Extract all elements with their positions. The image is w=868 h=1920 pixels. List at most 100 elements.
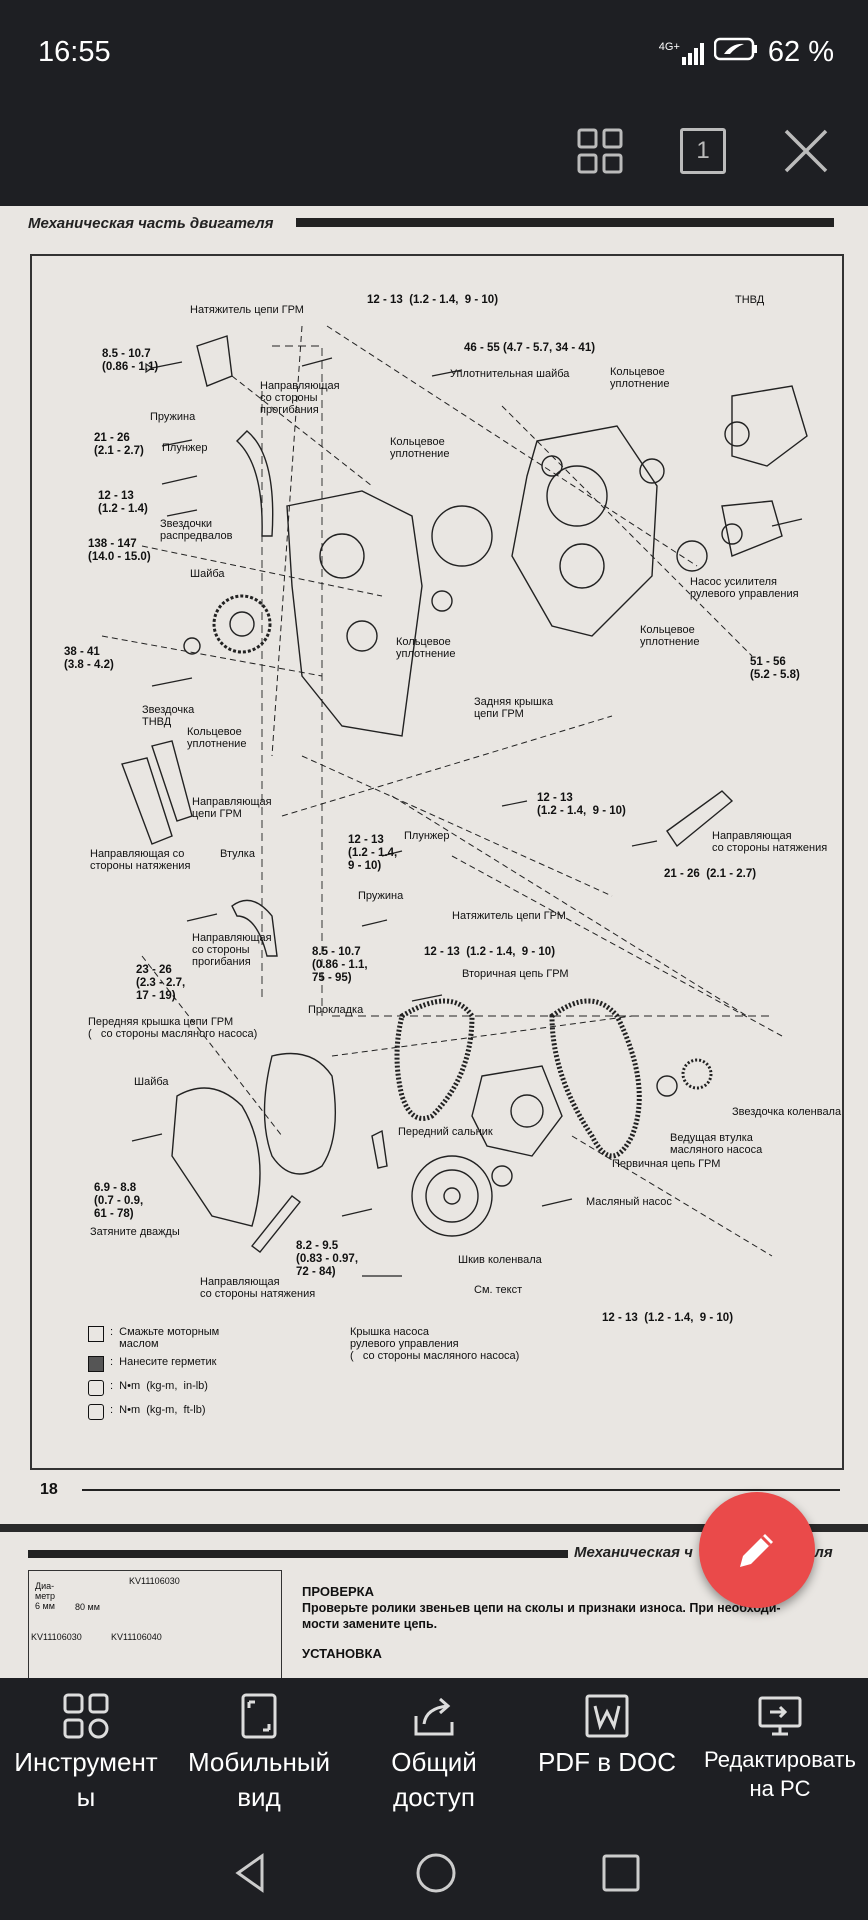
label-oil-pump-bushing: Ведущая втулка масляного насоса (670, 1132, 763, 1156)
torque-t14: 23 - 26 (2.3 - 2.7, 17 - 19) (136, 964, 186, 1002)
label-plunger-top: Плунжер (162, 442, 208, 454)
section-title-installation: УСТАНОВКА (302, 1646, 382, 1661)
status-bar: 16:55 4G+ 62 % (0, 0, 868, 96)
legend-item: : Смажьте моторным маслом (88, 1326, 288, 1350)
torque-t7: 51 - 56 (5.2 - 5.8) (750, 656, 800, 681)
edit-on-pc-label: Редактировать на PC (704, 1747, 856, 1801)
torque-t12: 8.5 - 10.7 (0.86 - 1.1, 75 - 95) (312, 946, 368, 984)
mobile-view-label: Мобильный вид (187, 1747, 331, 1812)
diagram-label: KV11106040 (111, 1632, 162, 1642)
torque-t3: 8.5 - 10.7 (0.86 - 1.1) (102, 348, 159, 373)
torque-t8: 38 - 41 (3.8 - 4.2) (64, 646, 114, 671)
tools-label: Инструмент ы (14, 1747, 158, 1812)
section-text-inspection: Проверьте ролики звеньев цепи на сколы и… (302, 1601, 781, 1631)
legend-item: : N•m (kg-m, in-lb) (88, 1380, 288, 1396)
page-number: 18 (40, 1481, 58, 1498)
engine-exploded-view (101, 325, 808, 1277)
battery-icon (713, 36, 758, 69)
label-guide-slack-top: Направляющая со стороны прогибания (260, 380, 340, 416)
label-plunger-mid: Плунжер (404, 830, 450, 842)
label-tensioner-mid: Натяжитель цепи ГРМ (452, 910, 566, 922)
torque-t11: 21 - 26 (2.1 - 2.7) (664, 868, 757, 880)
page-header: Механическая часть двигателя (28, 215, 274, 232)
home-icon[interactable] (413, 1850, 459, 1896)
section-title-inspection: ПРОВЕРКА (302, 1584, 375, 1599)
system-nav-bar (0, 1826, 868, 1920)
share-icon (414, 1697, 454, 1736)
label-guide-tension-left: Направляющая со стороны натяжения (90, 848, 191, 872)
battery-percent: 62 % (767, 36, 834, 68)
tool-diagram: Диа- метр 6 мм KV11106030 80 мм KV111060… (28, 1570, 282, 1678)
torque-t4: 21 - 26 (2.1 - 2.7) (94, 432, 144, 457)
viewer-toolbar: 1 (0, 96, 868, 206)
label-washer-left: Шайба (190, 568, 225, 580)
torque-t13: 12 - 13 (1.2 - 1.4, 9 - 10) (424, 946, 556, 958)
document-viewer[interactable]: Механическая часть двигателя (0, 206, 868, 1678)
desktop-edit-icon (758, 1696, 802, 1736)
label-spring-mid: Пружина (358, 890, 404, 902)
diagram-label: KV11106030 (31, 1632, 82, 1642)
label-primary-chain: Первичная цепь ГРМ (612, 1158, 721, 1170)
label-spring-top: Пружина (150, 411, 196, 423)
signal-icon: 4G+ (659, 41, 704, 65)
torque-t9: 12 - 13 (1.2 - 1.4, 9 - 10) (537, 792, 626, 817)
torque-t1: 12 - 13 (1.2 - 1.4, 9 - 10) (367, 294, 499, 306)
legend-item: : N•m (kg-m, ft-lb) (88, 1404, 288, 1420)
mobile-view-button[interactable]: Мобильный вид (175, 1692, 343, 1815)
torque-t6: 138 - 147 (14.0 - 15.0) (88, 538, 151, 563)
torque-t2: 46 - 55 (4.7 - 5.7, 34 - 41) (464, 342, 596, 354)
label-chain-guide: Направляющая цепи ГРМ (192, 796, 272, 820)
torque-t17: 12 - 13 (1.2 - 1.4, 9 - 10) (602, 1312, 734, 1324)
share-button[interactable]: Общий доступ (350, 1692, 518, 1815)
document-page-18: Механическая часть двигателя (0, 206, 868, 1524)
page-icon: 1 (680, 128, 726, 174)
torque-t5: 12 - 13 (1.2 - 1.4) (98, 490, 148, 515)
label-oring-left: Кольцевое уплотнение (187, 726, 247, 750)
legend-item: : Нанесите герметик (88, 1356, 288, 1372)
recents-icon[interactable] (598, 1850, 644, 1896)
header-rule (296, 218, 834, 227)
edit-on-pc-button[interactable]: Редактировать на PC (696, 1692, 864, 1803)
grid-icon[interactable] (565, 116, 635, 186)
label-tnvd: ТНВД (735, 294, 765, 306)
pencil-icon (740, 1534, 773, 1567)
label-ps-pump-cover: Крышка насоса рулевого управления ( со с… (350, 1326, 520, 1362)
label-front-cover: Передняя крышка цепи ГРМ ( со стороны ма… (88, 1016, 258, 1040)
label-oring-ps: Кольцевое уплотнение (640, 624, 700, 648)
torque-inlb-icon (88, 1380, 104, 1396)
diagram-label: KV11106030 (129, 1576, 180, 1586)
page-header: Механическая ч (574, 1544, 693, 1561)
bottom-action-bar: Инструмент ы Мобильный вид Общий доступ … (0, 1678, 868, 1826)
sealant-icon (88, 1356, 104, 1372)
torque-ftlb-icon (88, 1404, 104, 1420)
diagram-label: 80 мм (75, 1602, 100, 1612)
status-time: 16:55 (38, 36, 111, 68)
network-type: 4G+ (658, 40, 680, 53)
label-oring-cover: Кольцевое уплотнение (396, 636, 456, 660)
torque-t15: 6.9 - 8.8 (0.7 - 0.9, 61 - 78) (94, 1182, 144, 1220)
footer-rule (82, 1489, 840, 1491)
label-front-seal: Передний сальник (398, 1126, 493, 1138)
tools-button[interactable]: Инструмент ы (2, 1692, 170, 1815)
label-guide-tension-bottom: Направляющая со стороны натяжения (200, 1276, 316, 1300)
diagram-label: Диа- метр 6 мм (35, 1581, 56, 1611)
label-oring-pump: Кольцевое уплотнение (610, 366, 670, 390)
label-crank-sprocket: Звездочка коленвала (732, 1106, 842, 1118)
legend: : Смажьте моторным маслом : Нанесите гер… (88, 1326, 288, 1420)
share-label: Общий доступ (391, 1747, 477, 1812)
pdf-to-doc-button[interactable]: PDF в DOC (523, 1692, 691, 1780)
word-icon (585, 1694, 629, 1738)
status-icons: 4G+ 62 % (659, 36, 834, 69)
torque-t16: 8.2 - 9.5 (0.83 - 0.97, 72 - 84) (296, 1240, 359, 1278)
page-indicator-text: 1 (696, 137, 710, 164)
label-washer-bottom: Шайба (134, 1076, 169, 1088)
back-icon[interactable] (228, 1850, 274, 1896)
label-oring-mid: Кольцевое уплотнение (390, 436, 450, 460)
torque-t10: 12 - 13 (1.2 - 1.4, 9 - 10) (348, 834, 398, 872)
label-secondary-chain: Вторичная цепь ГРМ (462, 968, 569, 980)
edit-fab-button[interactable] (699, 1492, 815, 1608)
page-indicator-button[interactable]: 1 (668, 116, 738, 186)
close-icon[interactable] (771, 116, 841, 186)
label-guide-tension-right: Направляющая со стороны натяжения (712, 830, 828, 854)
label-tensioner-top: Натяжитель цепи ГРМ (190, 304, 304, 316)
